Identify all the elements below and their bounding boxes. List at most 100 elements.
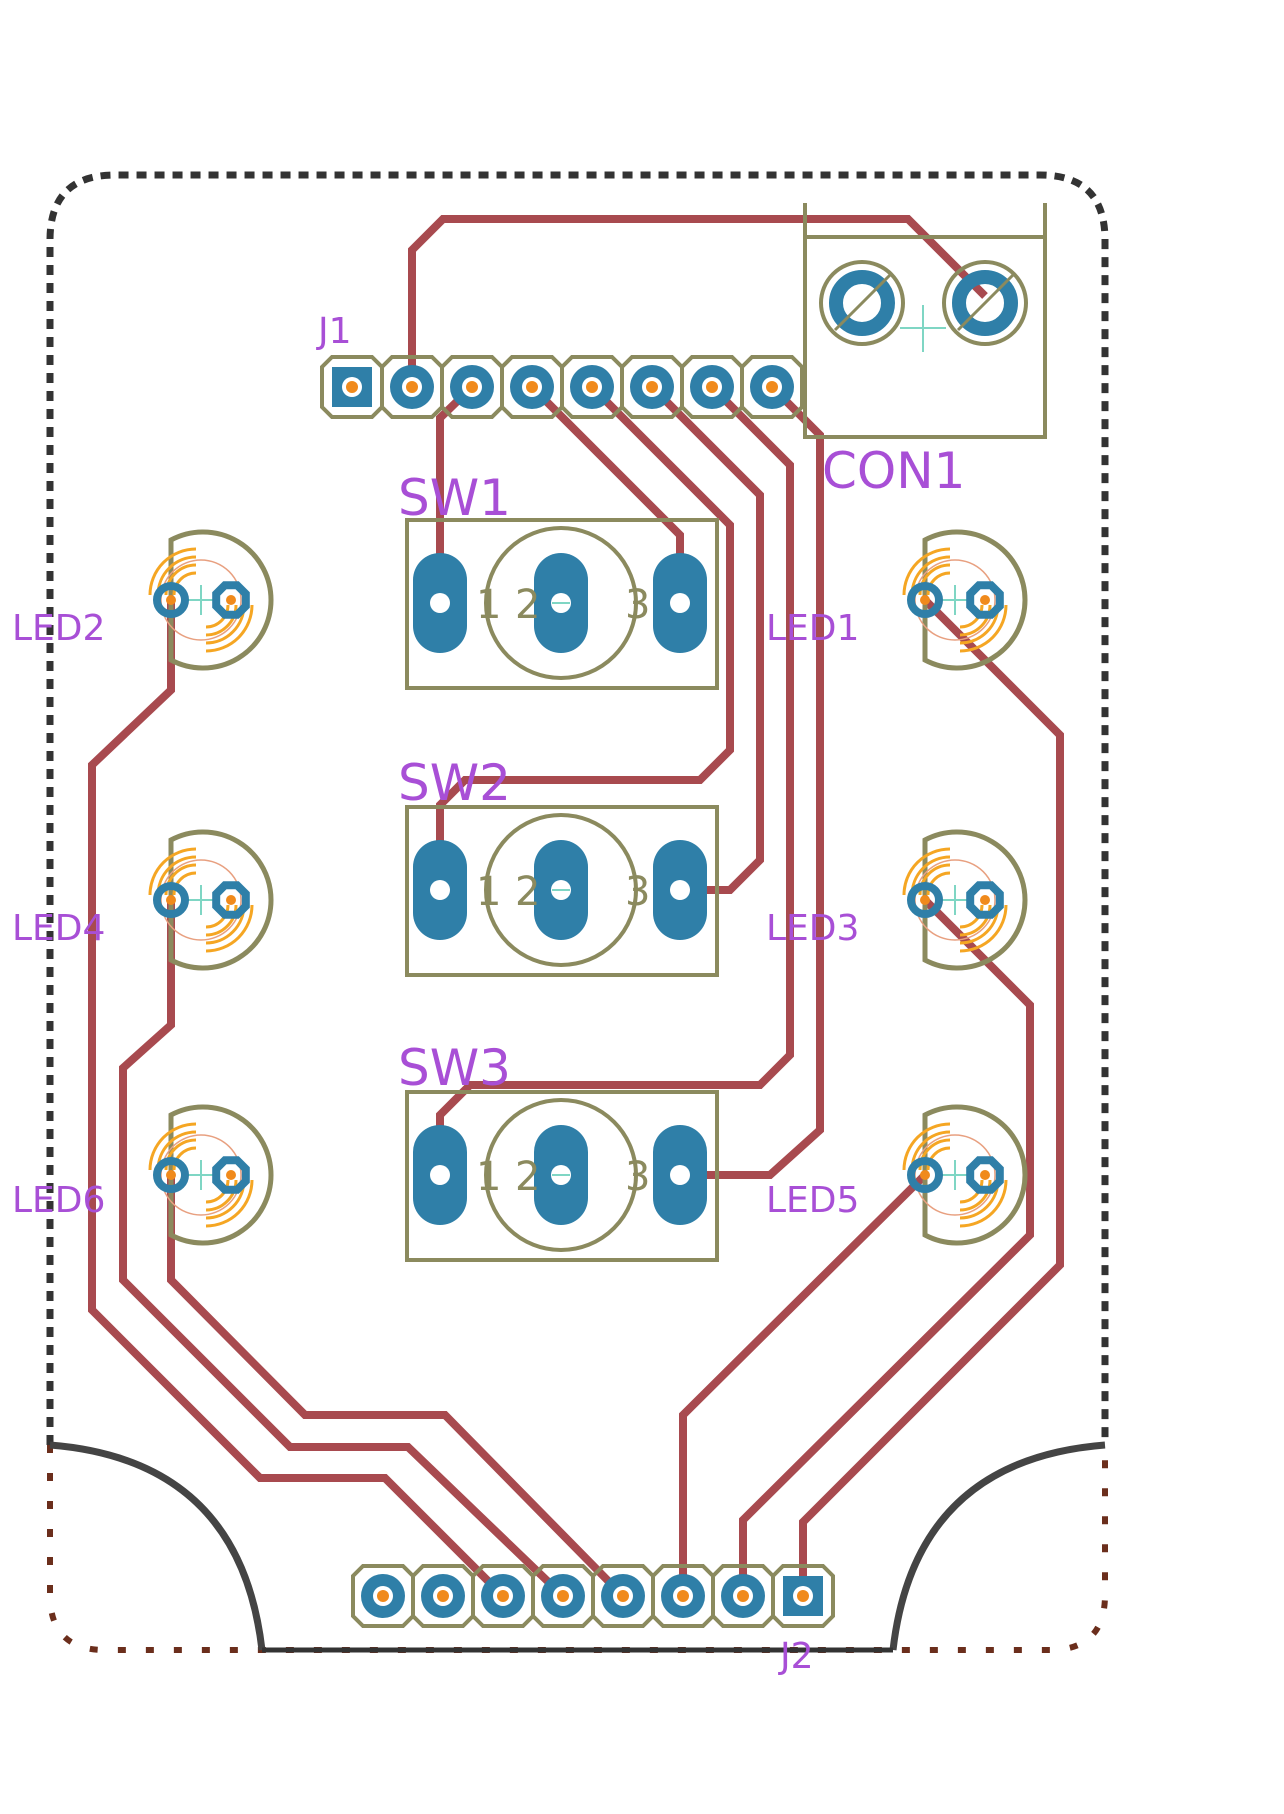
led2-drill-1 [166, 595, 176, 605]
label-led2: LED2 [12, 608, 105, 649]
trace-j1p7-sw3p1 [436, 384, 794, 1175]
label-sw2: SW2 [398, 754, 511, 812]
led3-pad-cathode [907, 882, 943, 918]
led4-drill-1 [166, 895, 176, 905]
j1-drill-mark-5 [586, 381, 598, 393]
con1-pad-2 [952, 270, 1018, 336]
led1-drill-1 [920, 595, 930, 605]
label-sw1: SW1 [398, 469, 511, 527]
j2-drill-mark-4 [557, 1590, 569, 1602]
j2-drill-mark-1 [377, 1590, 389, 1602]
led3-pad-anode [966, 881, 1004, 919]
sw1-pin-label-1: 1 [476, 582, 501, 628]
led5-drill-1 [920, 1170, 930, 1180]
label-sw3: SW3 [398, 1039, 511, 1097]
j2-drill-mark-7 [737, 1590, 749, 1602]
sw1-outline [405, 518, 719, 690]
j1-drill-mark-1 [346, 381, 358, 393]
sw3-pin-label-2: 2 [515, 1154, 540, 1200]
led5-pad-anode [966, 1156, 1004, 1194]
j1-drill-mark-3 [466, 381, 478, 393]
label-con1: CON1 [822, 442, 965, 500]
sw3-pin-label-1: 1 [476, 1154, 501, 1200]
led4-pad-cathode [153, 882, 189, 918]
sw1-pin-label-3: 3 [625, 582, 650, 628]
sw1-drill-1 [430, 593, 450, 613]
sw3-pin-label-3: 3 [625, 1154, 650, 1200]
sw1-pin-label-2: 2 [515, 582, 540, 628]
terminal-block-con1 [803, 203, 1047, 439]
trace-led3 [739, 897, 1034, 1596]
sw3-drill-1 [430, 1165, 450, 1185]
led-led3 [902, 829, 1028, 971]
led3-drill-1 [920, 895, 930, 905]
label-j2: J2 [778, 1636, 814, 1677]
trace-led4 [119, 900, 566, 1599]
label-led1: LED1 [766, 608, 859, 649]
sw2-drill-3 [670, 880, 690, 900]
label-led4: LED4 [12, 908, 105, 949]
led6-outline [168, 1104, 274, 1246]
sw2-pin-label-2: 2 [515, 869, 540, 915]
leds [148, 529, 1028, 1246]
j2-drill-mark-3 [497, 1590, 509, 1602]
led4-drill-2 [226, 895, 236, 905]
led6-pad-cathode [153, 1157, 189, 1193]
trace-led1 [799, 597, 1064, 1596]
sw3-outline [405, 1090, 719, 1262]
label-led3: LED3 [766, 908, 859, 949]
j2-outline [351, 1564, 835, 1628]
j1-drill-mark-8 [766, 381, 778, 393]
header-j1 [320, 355, 804, 419]
led6-pad-anode [212, 1156, 250, 1194]
led4-outline [168, 829, 274, 971]
j1-drill-mark-4 [526, 381, 538, 393]
led-led6 [148, 1104, 274, 1246]
led-led4 [148, 829, 274, 971]
led3-drill-2 [980, 895, 990, 905]
led5-drill-2 [980, 1170, 990, 1180]
led5-pad-cathode [907, 1157, 943, 1193]
led2-drill-2 [226, 595, 236, 605]
led2-outline [168, 529, 274, 671]
corner-cutout-left [49, 1441, 266, 1651]
trace-j1p2-con1 [408, 215, 988, 387]
trace-j1p6-sw2p3 [649, 384, 764, 894]
board-outline [46, 171, 1109, 1653]
j2-drill-mark-6 [677, 1590, 689, 1602]
led6-drill-1 [166, 1170, 176, 1180]
sw2-drill-1 [430, 880, 450, 900]
led2-pad-anode [212, 581, 250, 619]
j2-drill-mark-8 [797, 1590, 809, 1602]
j2-drill-mark-2 [437, 1590, 449, 1602]
label-led5: LED5 [766, 1180, 859, 1221]
header-j2 [351, 1564, 835, 1628]
sw2-actuator [484, 813, 638, 967]
trace-led6 [167, 1175, 626, 1599]
sw2-pin-label-3: 3 [625, 869, 650, 915]
led6-drill-2 [226, 1170, 236, 1180]
j1-drill-mark-2 [406, 381, 418, 393]
reference-designators: J1 J2 CON1 SW1 SW2 SW3 LED1 LED2 LED3 LE… [12, 311, 965, 1677]
sw3-drill-3 [670, 1165, 690, 1185]
sw1-drill-3 [670, 593, 690, 613]
led-led5 [902, 1104, 1028, 1246]
led2-pad-cathode [153, 582, 189, 618]
sw2-pin-label-1: 1 [476, 869, 501, 915]
label-j1: J1 [316, 311, 352, 352]
led1-pad-anode [966, 581, 1004, 619]
trace-led2 [88, 600, 506, 1599]
sw1-actuator [484, 526, 638, 680]
led1-drill-2 [980, 595, 990, 605]
con1-pad-1 [829, 270, 895, 336]
led1-pad-cathode [907, 582, 943, 618]
corner-cutout-right [889, 1441, 1106, 1651]
led3-outline [922, 829, 1028, 971]
j1-drill-mark-6 [646, 381, 658, 393]
j2-drill-mark-5 [617, 1590, 629, 1602]
